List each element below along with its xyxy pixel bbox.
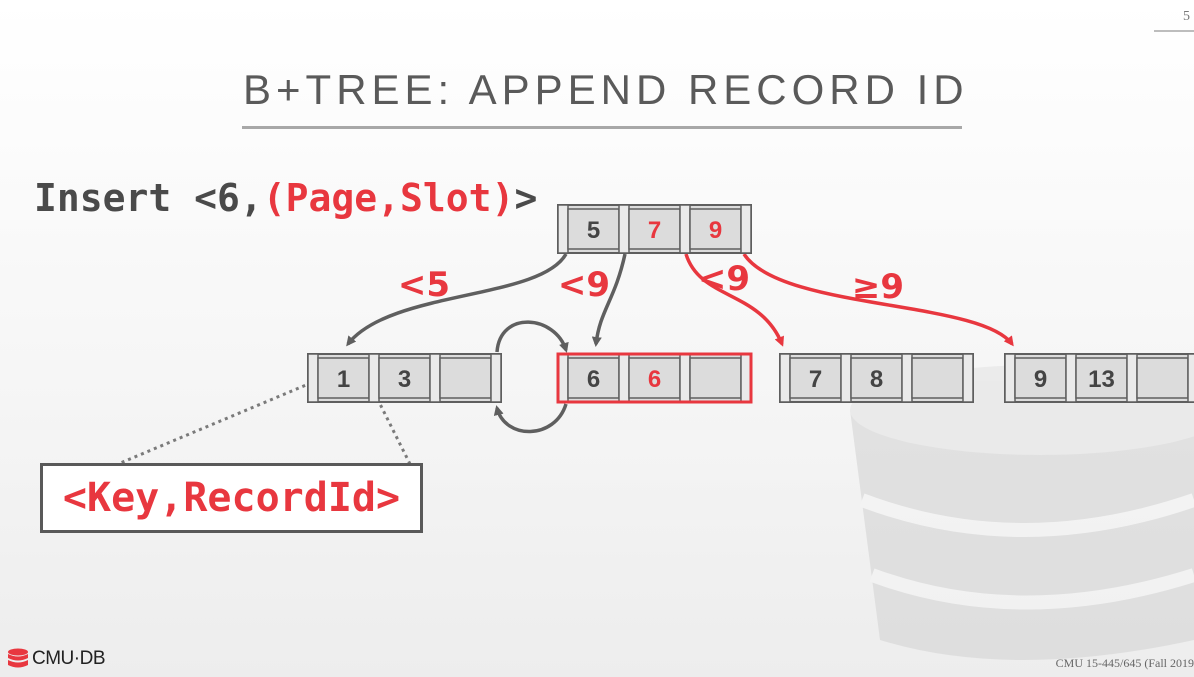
root-node: 5 7 9 — [557, 204, 752, 254]
page-number: 5 — [1183, 9, 1190, 24]
leaf-node-1-key-1: 3 — [398, 366, 411, 393]
insert-prefix: Insert <6, — [34, 176, 263, 220]
database-logo-icon — [8, 648, 28, 668]
edge-2 — [591, 253, 627, 347]
edge-1 — [346, 253, 568, 347]
root-node-key-0: 5 — [587, 217, 600, 244]
cmu-db-logo: CMU·DB — [6, 648, 106, 670]
leaf-node-4: 9 13 — [1004, 353, 1194, 403]
leaf-node-3-key-1: 8 — [870, 366, 883, 393]
leaf-node-4-key-0: 9 — [1034, 366, 1047, 393]
insert-suffix: > — [514, 176, 538, 220]
logo-text: CMU·DB — [32, 648, 106, 669]
leaf-node-2-key-0: 6 — [587, 366, 600, 393]
sibling-pointer-forward — [495, 320, 569, 353]
title-underline — [242, 126, 962, 129]
root-node-key-1: 7 — [648, 217, 661, 244]
database-watermark-icon — [850, 365, 1194, 660]
page-number-rule — [1154, 30, 1194, 32]
sibling-pointer-backward — [493, 403, 568, 434]
insert-page-slot: (Page,Slot) — [262, 176, 515, 220]
dotted-connector-left — [117, 378, 319, 466]
tree-edges — [117, 253, 1014, 466]
leaf-node-2-key-1: 6 — [648, 366, 661, 393]
edge-4 — [742, 253, 1014, 347]
key-recordid-label: <Key,RecordId> — [40, 463, 423, 533]
insert-statement: Insert <6,(Page,Slot)> — [34, 176, 537, 220]
root-node-key-2: 9 — [709, 217, 722, 244]
edge-label-2: <9 — [558, 265, 610, 305]
edge-label-1: <5 — [398, 265, 450, 305]
leaf-node-3-key-0: 7 — [809, 366, 822, 393]
course-footer: CMU 15-445/645 (Fall 2019 — [1055, 656, 1194, 670]
leaf-node-1-key-0: 1 — [337, 366, 350, 393]
edge-labels: <5 <9 <9 ≥9 — [398, 259, 904, 307]
leaf-node-4-key-1: 13 — [1088, 366, 1115, 393]
edge-3 — [684, 253, 784, 347]
slide-title: B+TREE: APPEND RECORD ID — [243, 66, 969, 113]
edge-label-3: <9 — [698, 259, 750, 299]
edge-label-4: ≥9 — [852, 267, 904, 307]
